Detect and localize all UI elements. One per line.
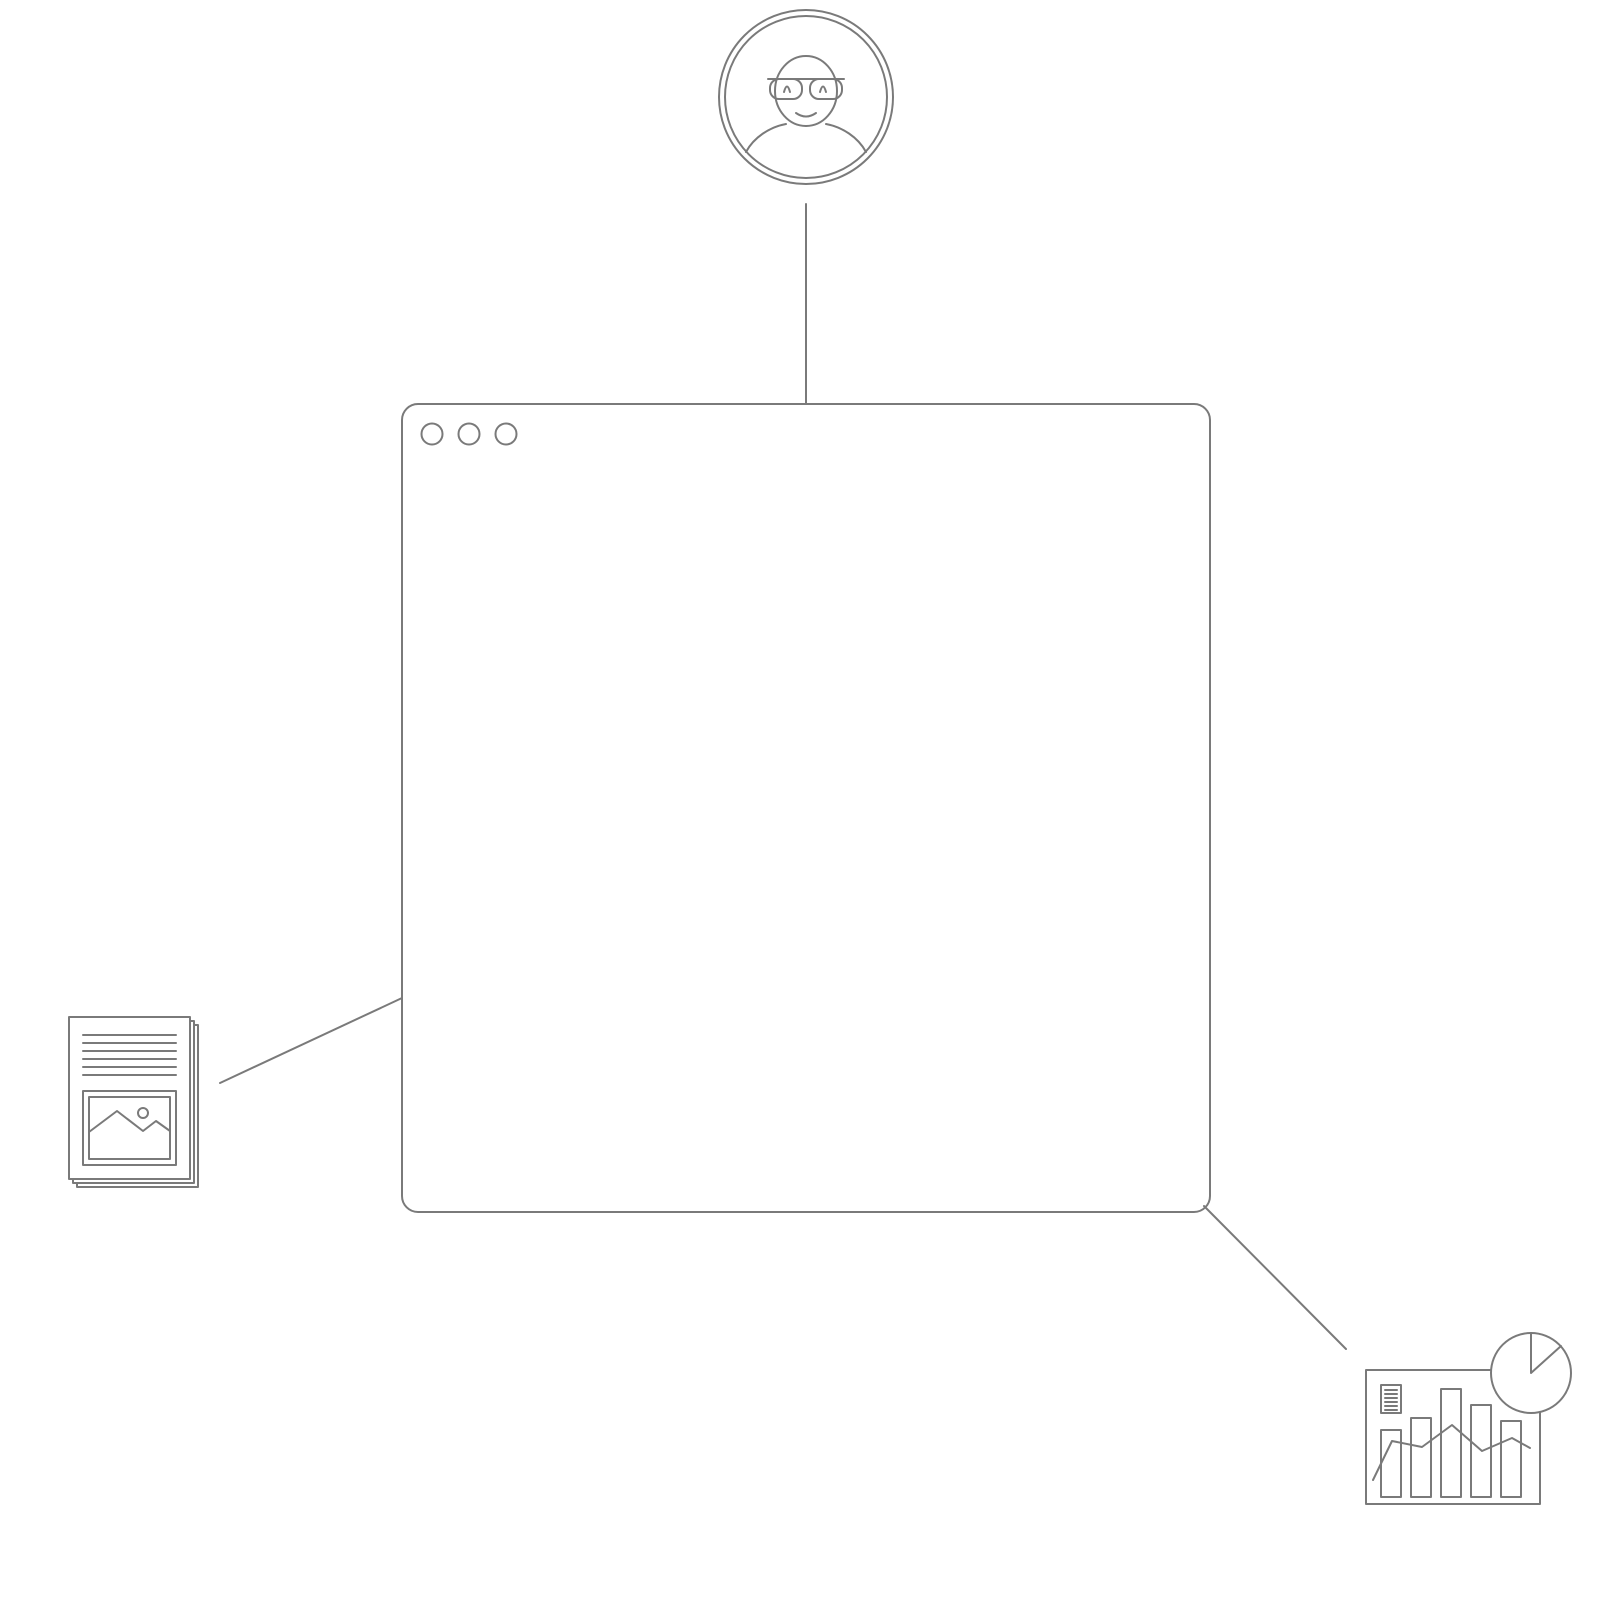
connector-document-window xyxy=(219,997,403,1084)
window-control-dot xyxy=(494,422,518,446)
trend-line-icon xyxy=(1372,1424,1531,1481)
connectors xyxy=(219,203,1347,1350)
window-frame xyxy=(401,403,1211,1213)
list-icon xyxy=(1380,1384,1402,1414)
user-avatar-icon xyxy=(718,9,894,185)
connector-analytics-window xyxy=(1203,1205,1347,1350)
browser-window-icon xyxy=(401,403,1211,1213)
bar-icon xyxy=(1380,1429,1402,1498)
image-placeholder-icon xyxy=(82,1090,177,1166)
window-control-dot xyxy=(457,422,481,446)
bar-icon xyxy=(1470,1404,1492,1498)
bar-icon xyxy=(1410,1417,1432,1498)
document-stack-icon xyxy=(68,1016,199,1188)
bar-icon xyxy=(1440,1388,1462,1498)
window-controls xyxy=(420,422,518,446)
window-control-dot xyxy=(420,422,444,446)
bar-icon xyxy=(1500,1420,1522,1498)
chart-report-icon xyxy=(1365,1332,1572,1505)
